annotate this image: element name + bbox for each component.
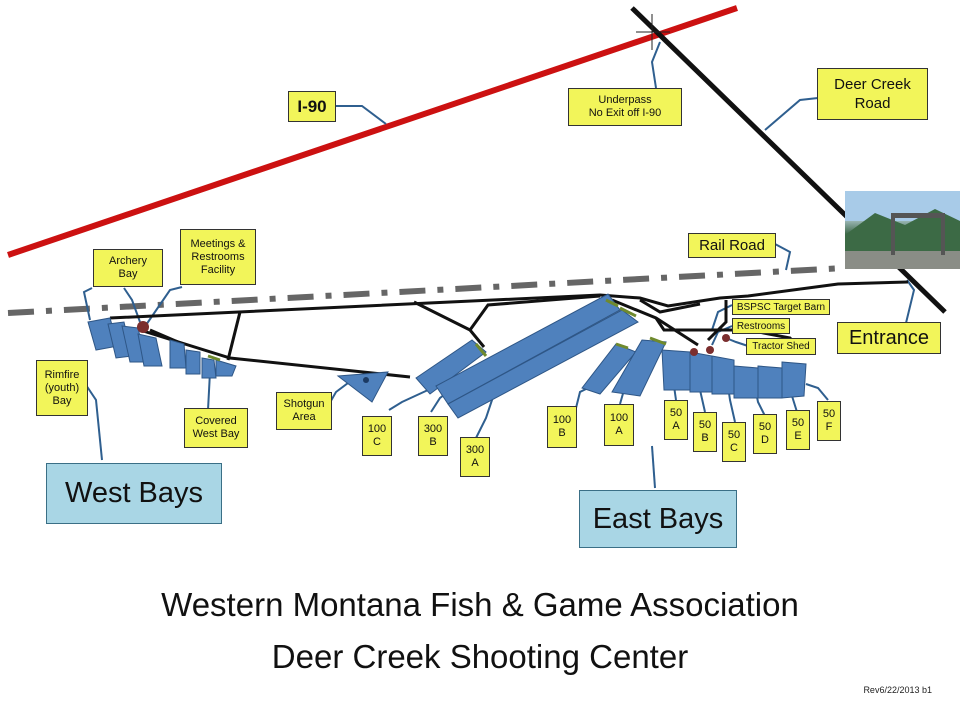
restroom-marker-2 — [706, 346, 714, 354]
central-bay-shapes — [415, 293, 639, 419]
entrance-photo — [845, 191, 960, 269]
entrance-label: Entrance — [837, 322, 941, 354]
tractor-shed-label: Tractor Shed — [746, 338, 816, 355]
bay-100c-label: 100 C — [362, 416, 392, 456]
west-bay-shapes — [87, 317, 389, 403]
bay-100b-label: 100 B — [547, 406, 577, 448]
meetings-building-marker — [137, 321, 149, 333]
shotgun-house-marker — [363, 377, 369, 383]
east-bays-label: East Bays — [579, 490, 737, 548]
rail-road-label: Rail Road — [688, 233, 776, 258]
deer-creek-road-label: Deer Creek Road — [817, 68, 928, 120]
east-bay-shapes — [581, 339, 807, 399]
i90-label: I-90 — [288, 91, 336, 122]
title-line-1: Western Montana Fish & Game Association — [161, 586, 799, 623]
shotgun-area-label: Shotgun Area — [276, 392, 332, 430]
meetings-facility-label: Meetings & Restrooms Facility — [180, 229, 256, 285]
underpass-label: Underpass No Exit off I-90 — [568, 88, 682, 126]
green-berm-marks — [207, 298, 667, 362]
bay-300b-label: 300 B — [418, 416, 448, 456]
underpass-marker — [636, 14, 670, 50]
tractor-shed-marker — [722, 334, 730, 342]
bay-50b-label: 50 B — [693, 412, 717, 452]
bay-100a-label: 100 A — [604, 404, 634, 446]
revision-note: Rev6/22/2013 b1 — [863, 685, 932, 695]
covered-west-bay-label: Covered West Bay — [184, 408, 248, 448]
bay-50e-label: 50 E — [786, 410, 810, 450]
restrooms-label: Restrooms — [732, 318, 790, 334]
bay-50d-label: 50 D — [753, 414, 777, 454]
title-line-2: Deer Creek Shooting Center — [271, 638, 689, 675]
archery-bay-label: Archery Bay — [93, 249, 163, 287]
west-bays-label: West Bays — [46, 463, 222, 524]
i90-highway — [7, 5, 738, 258]
rimfire-bay-label: Rimfire (youth) Bay — [36, 360, 88, 416]
bay-50a-label: 50 A — [664, 400, 688, 440]
bay-300a-label: 300 A — [460, 437, 490, 477]
target-barn-label: BSPSC Target Barn — [732, 299, 830, 315]
bay-50f-label: 50 F — [817, 401, 841, 441]
bay-50c-label: 50 C — [722, 422, 746, 462]
restroom-marker-1 — [690, 348, 698, 356]
